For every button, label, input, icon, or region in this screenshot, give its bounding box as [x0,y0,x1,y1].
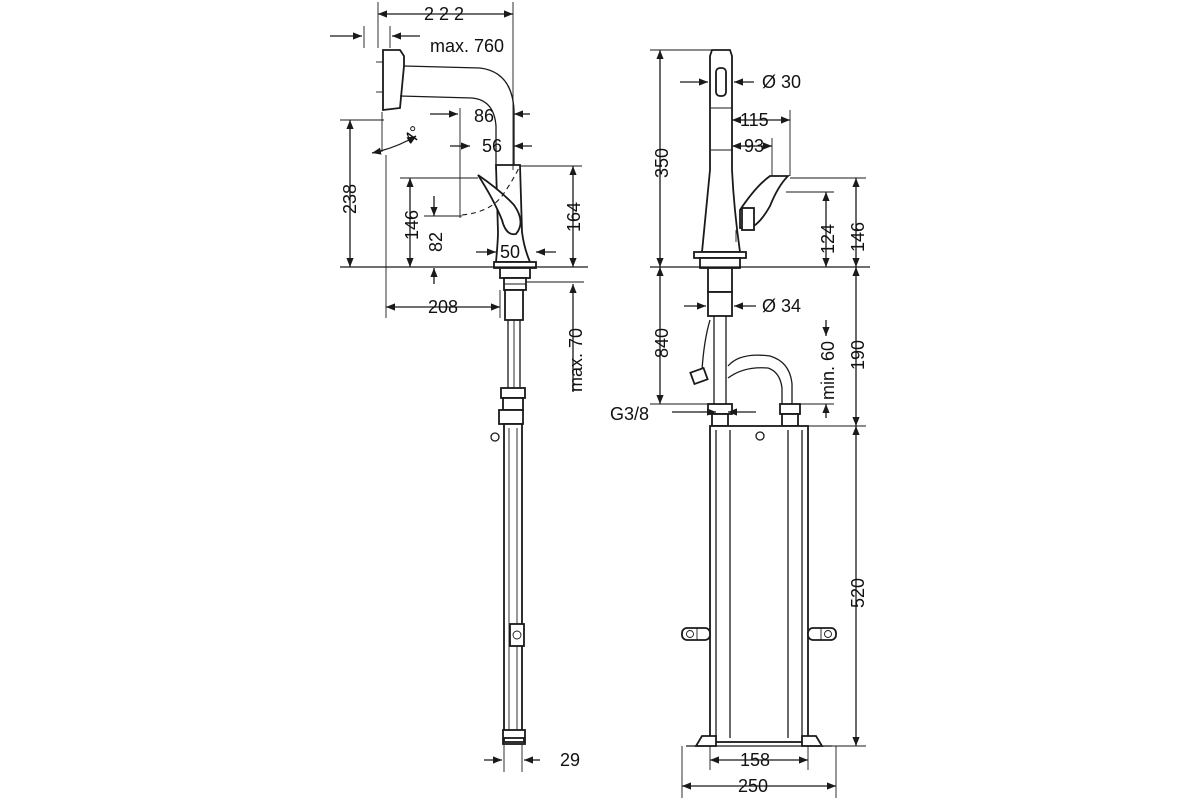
side-view: 2 2 2 max. 760 4° 86 56 238 146 82 [330,2,588,772]
dim-max-760: max. 760 [430,36,504,56]
dim-124: 124 [818,224,838,254]
clip-left [681,627,711,641]
dim-350: 350 [652,148,672,178]
dim-max-70: max. 70 [566,328,586,392]
dim-82: 82 [426,232,446,252]
dim-520: 520 [848,578,868,608]
dim-190: 190 [848,340,868,370]
clip-right [807,627,837,641]
spray-head [382,49,405,112]
handle-lever [477,174,522,236]
dim-56: 56 [482,136,502,156]
dim-115: 115 [740,110,769,130]
dim-146-side: 146 [402,210,422,240]
dim-50: 50 [500,242,520,262]
dim-840: 840 [652,328,672,358]
dim-146-front: 146 [848,222,868,252]
dim-angle-4: 4° [400,122,426,148]
dim-29: 29 [560,750,580,770]
pull-out-weight-box [709,425,809,743]
dim-238: 238 [340,184,360,214]
dim-86: 86 [474,106,494,126]
dim-dia-30: Ø 30 [762,72,801,92]
dim-min-60: min. 60 [818,341,838,400]
dim-208: 208 [428,297,458,317]
dim-164: 164 [564,202,584,232]
hose-column [503,423,523,743]
dim-93: 93 [744,136,764,156]
dim-dia-34: Ø 34 [762,296,801,316]
dim-158: 158 [740,750,770,770]
front-view: 350 Ø 30 115 93 124 146 Ø 34 840 mi [610,49,870,798]
dim-250: 250 [738,776,768,796]
spout-tube [403,65,515,170]
dim-g3-8: G3/8 [610,404,649,424]
dim-222: 2 2 2 [424,4,464,24]
